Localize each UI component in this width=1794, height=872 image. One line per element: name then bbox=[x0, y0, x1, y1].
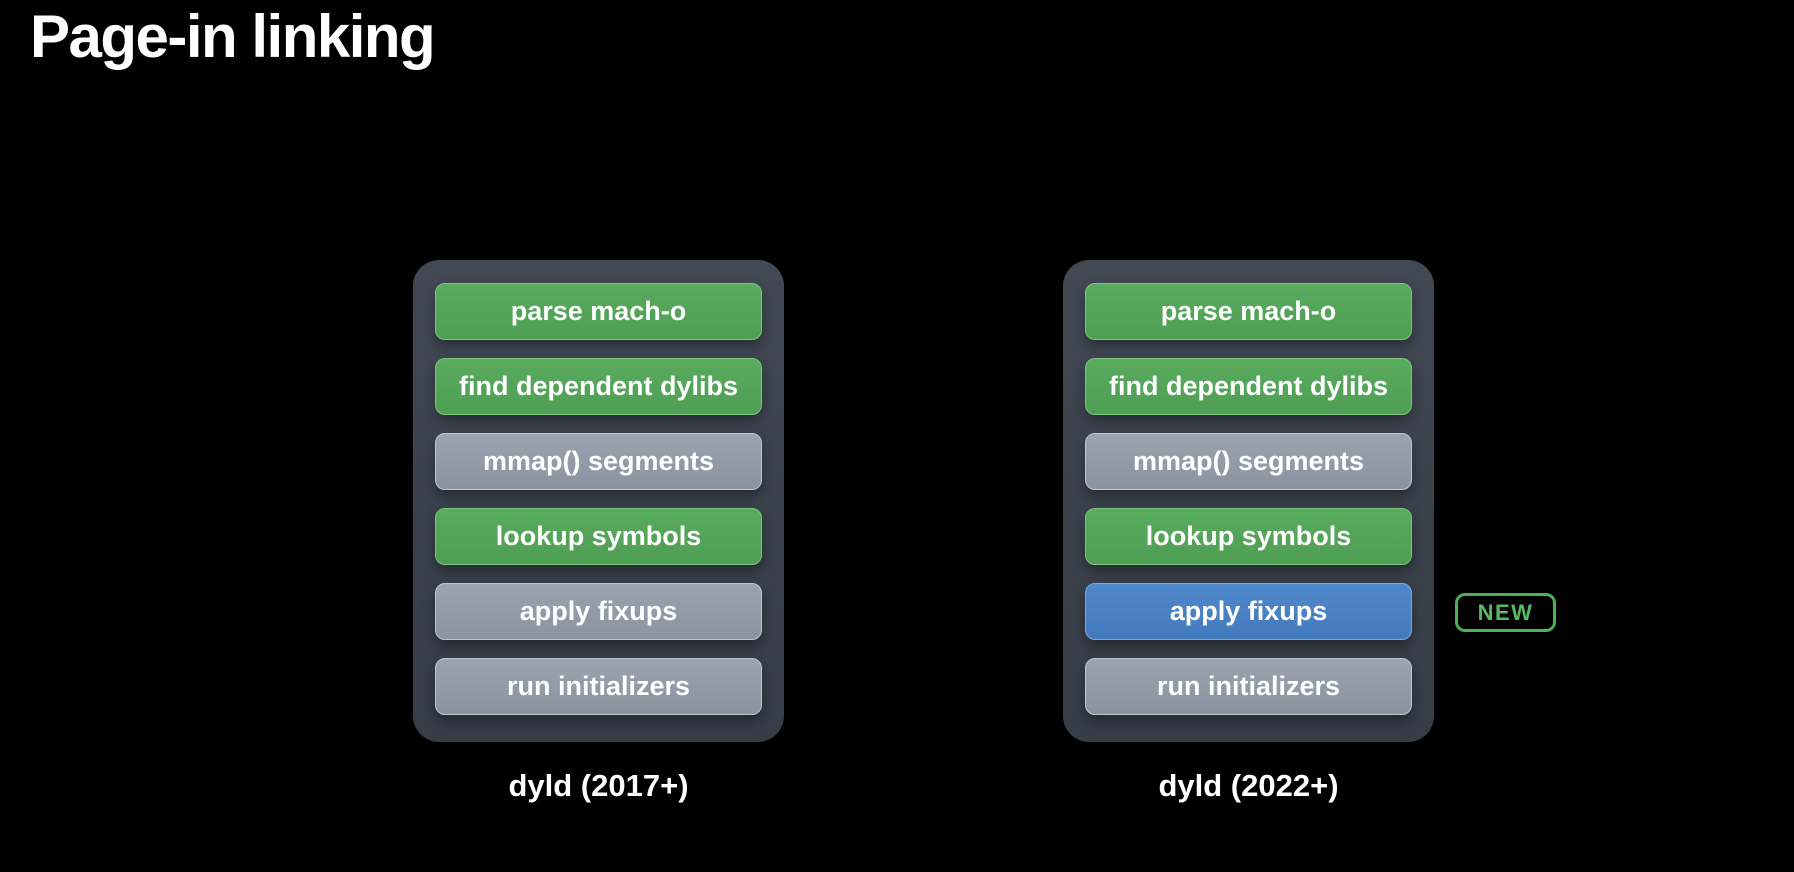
pipeline-card-dyld-2017: parse mach-o find dependent dylibs mmap(… bbox=[413, 260, 784, 742]
pipeline-step: lookup symbols bbox=[435, 508, 762, 565]
pipeline-step: run initializers bbox=[1085, 658, 1412, 715]
pipeline-step: mmap() segments bbox=[1085, 433, 1412, 490]
pipeline-caption-dyld-2022: dyld (2022+) bbox=[1158, 768, 1339, 803]
new-badge: NEW bbox=[1455, 593, 1556, 632]
pipeline-step: parse mach-o bbox=[1085, 283, 1412, 340]
pipeline-step: find dependent dylibs bbox=[435, 358, 762, 415]
pipeline-step: run initializers bbox=[435, 658, 762, 715]
pipeline-card-dyld-2022: parse mach-o find dependent dylibs mmap(… bbox=[1063, 260, 1434, 742]
pipeline-step: mmap() segments bbox=[435, 433, 762, 490]
pipeline-step: lookup symbols bbox=[1085, 508, 1412, 565]
pipeline-step: find dependent dylibs bbox=[1085, 358, 1412, 415]
pipeline-caption-dyld-2017: dyld (2017+) bbox=[508, 768, 689, 803]
pipeline-step: apply fixups bbox=[435, 583, 762, 640]
pipeline-step: parse mach-o bbox=[435, 283, 762, 340]
slide-title: Page-in linking bbox=[30, 3, 436, 70]
pipeline-step-apply-fixups-new: apply fixups bbox=[1085, 583, 1412, 640]
